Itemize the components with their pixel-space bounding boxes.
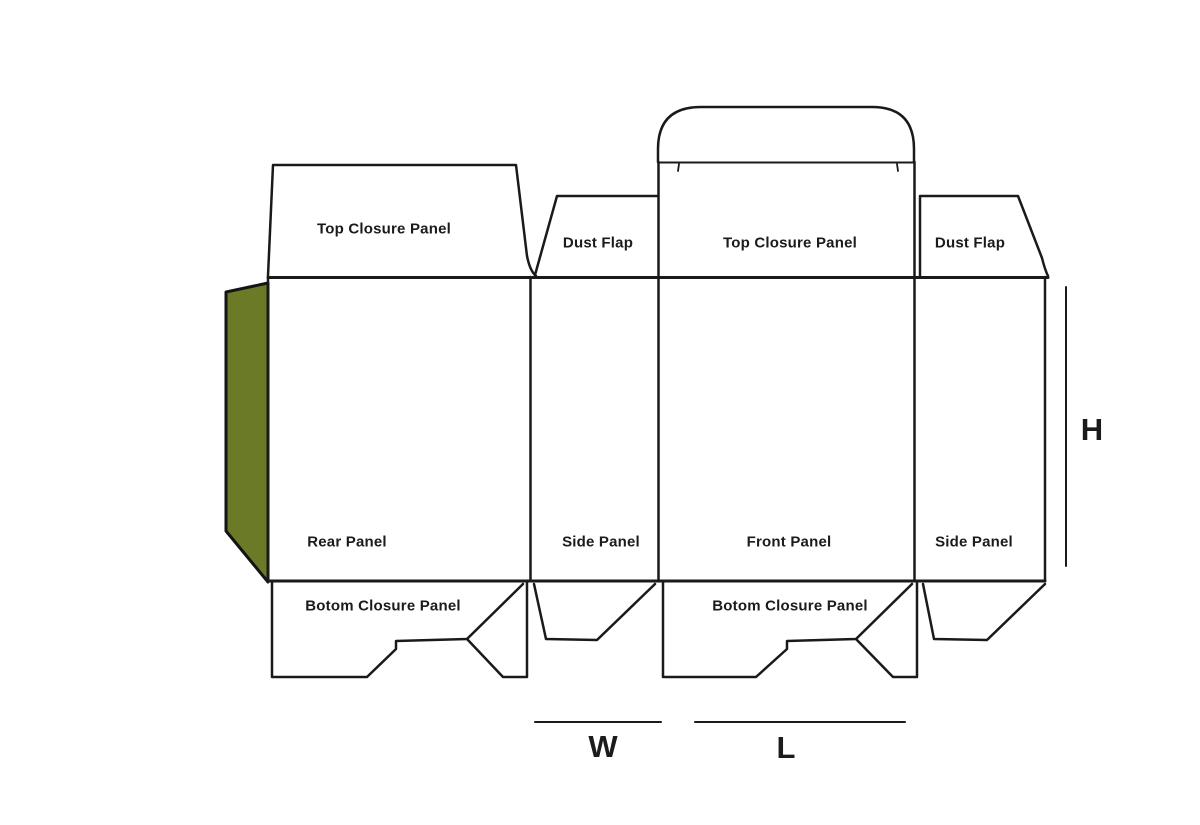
front-panel-label: Front Panel — [746, 533, 832, 551]
side-panel-2-label: Side Panel — [935, 533, 1013, 551]
length-dimension-label: L — [776, 730, 796, 765]
top-closure-panel-2-label: Top Closure Panel — [723, 234, 857, 252]
dust-flap-1-shape — [533, 194, 660, 277]
rear-panel-label: Rear Panel — [307, 533, 387, 551]
bottom-closure-2-triangle — [854, 580, 919, 679]
bottom-closure-1-shape — [270, 580, 525, 679]
height-dimension-label: H — [1080, 412, 1104, 447]
side-1-bottom-flap-shape — [532, 582, 657, 642]
side-2-bottom-flap-shape — [921, 582, 1047, 642]
bottom-closure-panel-2-label: Botom Closure Panel — [712, 597, 868, 615]
tuck-flap-shape — [656, 105, 916, 164]
tuck-slit-right — [896, 163, 899, 172]
glue-flap-shape — [224, 281, 270, 584]
dust-flap-1-label: Dust Flap — [562, 234, 634, 252]
top-closure-panel-1-label: Top Closure Panel — [317, 220, 451, 238]
bottom-closure-2-shape — [661, 580, 914, 679]
dust-flap-2-shape — [918, 194, 1050, 278]
width-dimension-label: W — [588, 729, 618, 764]
side-panel-1-label: Side Panel — [562, 533, 640, 551]
bottom-closure-1-triangle — [465, 580, 529, 679]
bottom-closure-panel-1-label: Botom Closure Panel — [305, 597, 461, 615]
dust-flap-2-label: Dust Flap — [934, 234, 1006, 252]
tuck-slit-left — [677, 163, 680, 172]
